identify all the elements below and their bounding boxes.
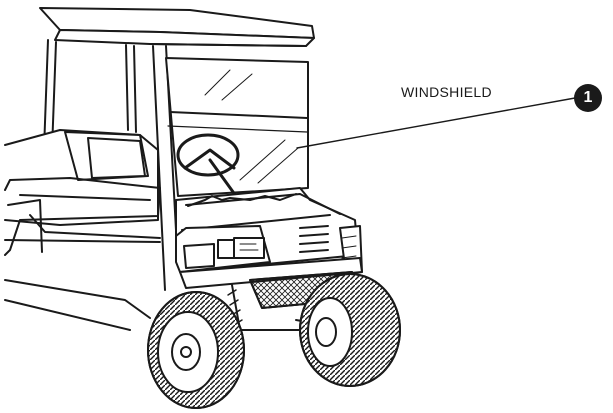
roof bbox=[40, 8, 314, 46]
left-front-tire bbox=[148, 292, 244, 408]
windshield bbox=[166, 58, 308, 196]
windshield-label: WINDSHIELD bbox=[401, 84, 492, 100]
callout-number-badge: 1 bbox=[574, 84, 602, 112]
right-front-tire bbox=[300, 274, 400, 386]
callout-leader-line bbox=[297, 98, 575, 148]
rear-body bbox=[5, 130, 160, 330]
